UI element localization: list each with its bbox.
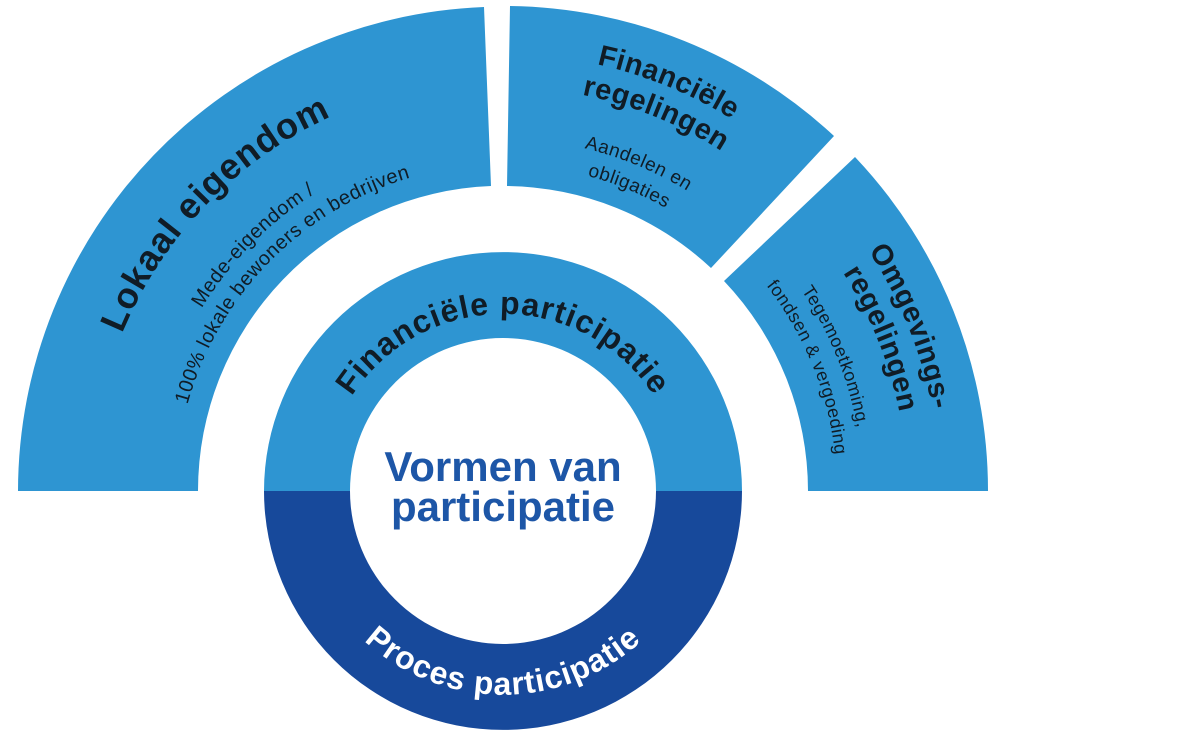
center-title-line2: participatie <box>391 483 615 530</box>
outer-segment-omgevingsregelingen <box>724 157 989 491</box>
center-title-line1: Vormen van <box>384 443 621 490</box>
inner-ring-financiele-participatie <box>264 252 742 491</box>
inner-ring-proces-participatie <box>264 491 742 730</box>
outer-segment-lokaal-eigendom <box>18 7 491 491</box>
outer-segment-financiele-regelingen <box>507 6 834 268</box>
